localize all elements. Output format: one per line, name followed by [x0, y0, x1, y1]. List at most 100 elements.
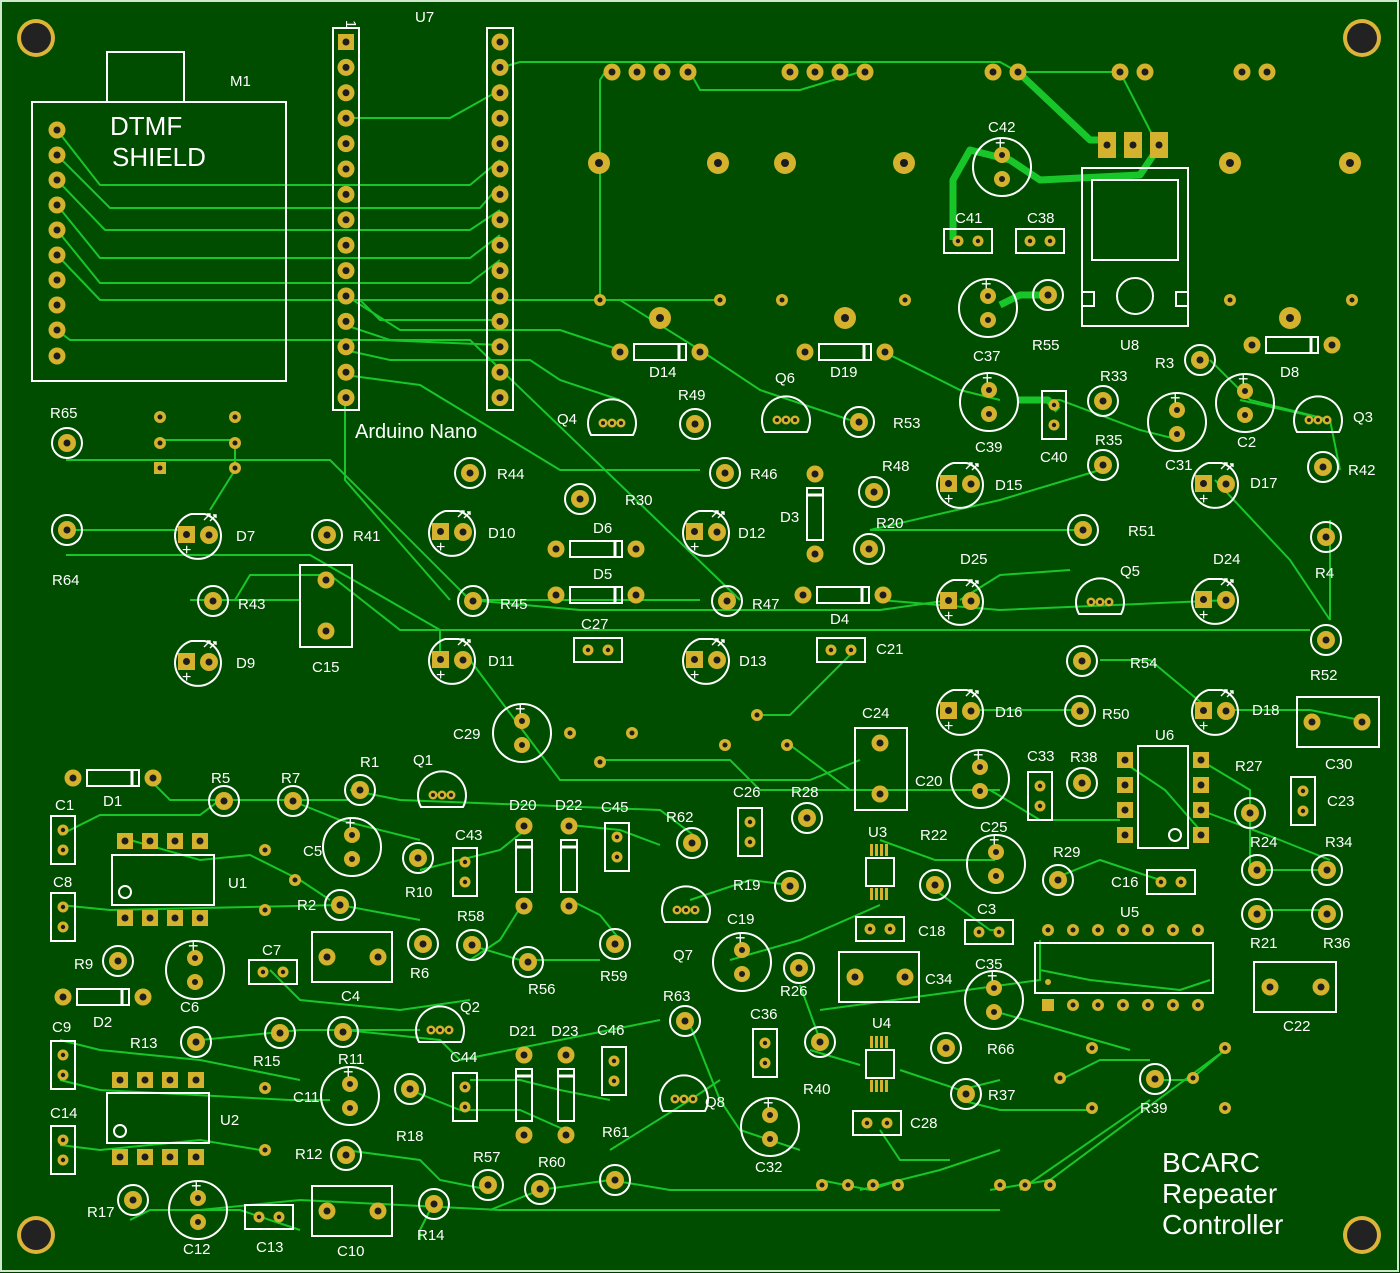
designator-c42: C42 [988, 119, 1016, 136]
designator-r18: R18 [396, 1128, 424, 1145]
designator-c28: C28 [910, 1115, 938, 1132]
designator-u2: U2 [220, 1112, 239, 1129]
designator-u6: U6 [1155, 727, 1174, 744]
designator-r10: R10 [405, 884, 433, 901]
dtmf-shield-ref: M1 [230, 73, 251, 90]
designator-d2: D2 [93, 1014, 112, 1031]
designator-r7: R7 [281, 770, 300, 787]
designator-r5: R5 [211, 770, 230, 787]
designator-r13: R13 [130, 1035, 158, 1052]
designator-c32: C32 [755, 1159, 783, 1176]
designator-c24: C24 [862, 705, 890, 722]
designator-r37: R37 [988, 1087, 1016, 1104]
designator-d25: D25 [960, 551, 988, 568]
designator-d11: D11 [488, 653, 514, 670]
designator-r26: R26 [780, 983, 808, 1000]
designator-r28: R28 [791, 784, 819, 801]
designator-r19: R19 [733, 877, 761, 894]
board-title-line3: Controller [1162, 1209, 1283, 1240]
designator-c33: C33 [1027, 748, 1055, 765]
designator-c14: C14 [50, 1105, 78, 1122]
designator-c10: C10 [337, 1243, 365, 1260]
designator-c30: C30 [1325, 756, 1353, 773]
arduino-nano-pin1-mark: 1 [342, 20, 359, 28]
designator-r46: R46 [750, 466, 778, 483]
designator-d8: D8 [1280, 364, 1299, 381]
designator-q7: Q7 [673, 947, 693, 964]
ic-u2 [106, 1072, 210, 1165]
designator-d22: D22 [555, 797, 583, 814]
designator-d14: D14 [649, 364, 677, 381]
designator-r22: R22 [920, 827, 948, 844]
dtmf-shield-label-line2: SHIELD [112, 142, 206, 172]
board-title-line2: Repeater [1162, 1178, 1277, 1209]
designator-c3: C3 [977, 901, 996, 918]
designator-r33: R33 [1100, 368, 1128, 385]
designator-r60: R60 [538, 1154, 566, 1171]
designator-c26: C26 [733, 784, 761, 801]
designator-r27: R27 [1235, 758, 1263, 775]
designator-c38: C38 [1027, 210, 1055, 227]
designator-d20: D20 [509, 797, 537, 814]
designator-d13: D13 [739, 653, 767, 670]
designator-c43: C43 [455, 827, 483, 844]
designator-c23: C23 [1327, 793, 1355, 810]
designator-q2: Q2 [460, 999, 480, 1016]
designator-c12: C12 [183, 1241, 211, 1258]
designator-r6: R6 [410, 965, 429, 982]
copper-traces [56, 61, 1361, 1240]
designator-c16: C16 [1111, 874, 1139, 891]
designator-d7: D7 [236, 528, 255, 545]
designator-c27: C27 [581, 616, 609, 633]
designator-c19: C19 [727, 911, 755, 928]
arduino-nano-ref: U7 [415, 9, 434, 26]
designator-d21: D21 [509, 1023, 537, 1040]
ic-u6 [1117, 745, 1209, 849]
designator-q3: Q3 [1353, 409, 1373, 426]
designator-q8: Q8 [705, 1094, 725, 1111]
designator-d18: D18 [1252, 702, 1280, 719]
designator-q1: Q1 [413, 752, 433, 769]
designator-c45: C45 [601, 799, 629, 816]
designator-d23: D23 [551, 1023, 579, 1040]
designator-c7: C7 [262, 942, 281, 959]
designator-c37: C37 [973, 348, 1001, 365]
designator-r14: R14 [417, 1227, 445, 1244]
designator-r30: R30 [625, 492, 653, 509]
designator-c4: C4 [341, 988, 360, 1005]
designator-r64: R64 [52, 572, 80, 589]
designator-r4: R4 [1315, 565, 1334, 582]
designator-c46: C46 [597, 1022, 625, 1039]
designator-u4: U4 [872, 1015, 891, 1032]
designator-d12: D12 [738, 525, 766, 542]
designator-d19: D19 [830, 364, 858, 381]
designator-d3: D3 [780, 509, 799, 526]
designator-r48: R48 [882, 458, 910, 475]
designator-r21: R21 [1250, 935, 1278, 952]
designator-c18: C18 [918, 923, 946, 940]
designator-r50: R50 [1102, 706, 1130, 723]
designator-r56: R56 [528, 981, 556, 998]
designator-c13: C13 [256, 1239, 284, 1256]
designator-r15: R15 [253, 1053, 281, 1070]
designator-c9: C9 [52, 1019, 71, 1036]
designator-d9: D9 [236, 655, 255, 672]
designator-r58: R58 [457, 908, 485, 925]
designator-u5: U5 [1120, 904, 1139, 921]
designator-r57: R57 [473, 1149, 501, 1166]
designator-c34: C34 [925, 971, 953, 988]
designator-c5: C5 [303, 843, 322, 860]
designator-c2: C2 [1237, 434, 1256, 451]
dtmf-shield-module [31, 51, 287, 382]
designator-r11: R11 [338, 1051, 364, 1068]
designator-u3: U3 [868, 824, 887, 841]
designator-q6: Q6 [775, 370, 795, 387]
designator-c29: C29 [453, 726, 481, 743]
designator-d1: D1 [103, 793, 122, 810]
designator-r65: R65 [50, 405, 78, 422]
ic-u1 [111, 833, 215, 926]
designator-q4: Q4 [557, 411, 577, 428]
